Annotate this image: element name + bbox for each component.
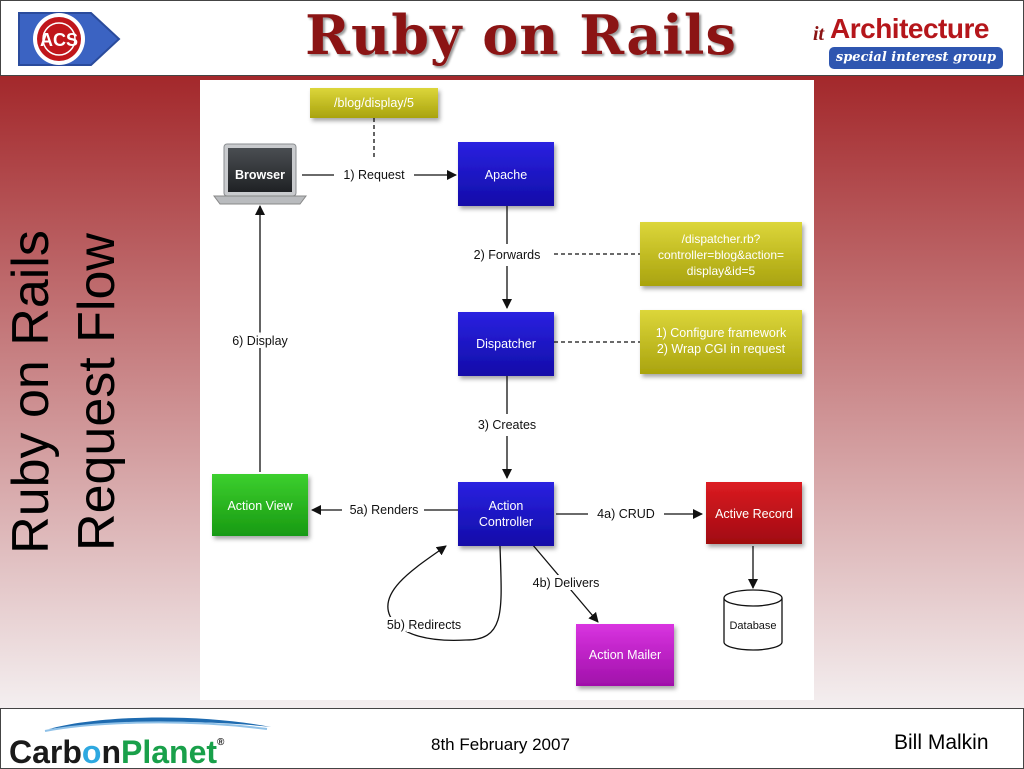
configure-note-line-1: 1) Configure framework xyxy=(656,326,787,340)
side-title: Ruby on Rails Request Flow xyxy=(0,82,130,702)
registered-mark: ® xyxy=(217,737,225,748)
apache-label: Apache xyxy=(485,168,527,182)
request-flow-diagram: 1) Request 2) Forwards 3) Creates 4a) CR… xyxy=(200,80,814,700)
carbon-text-a: Carb xyxy=(9,734,82,769)
acs-logo: ACS xyxy=(18,12,121,66)
configure-note xyxy=(640,310,802,374)
diagram-edges xyxy=(255,118,758,642)
action-mailer-node xyxy=(576,624,674,686)
action-mailer-label: Action Mailer xyxy=(589,648,661,662)
action-controller-node xyxy=(458,482,554,546)
it-prefix: it xyxy=(813,23,825,45)
side-title-line-2: Request Flow xyxy=(68,233,126,551)
action-controller-label-line-2: Controller xyxy=(479,515,533,529)
slide-header: ACS Ruby on Rails it Architecture specia… xyxy=(0,0,1024,76)
slide-footer: CarbonPlanet® 8th February 2007 Bill Mal… xyxy=(0,708,1024,769)
presentation-date: 8th February 2007 xyxy=(431,735,570,754)
planet-text: Planet xyxy=(121,734,217,769)
action-controller-label-line-1: Action xyxy=(489,499,524,513)
architecture-text: Architecture xyxy=(830,13,989,44)
url-note-text: /blog/display/5 xyxy=(334,96,414,110)
edge-redirects xyxy=(387,545,502,642)
edge-delivers xyxy=(531,543,599,623)
edge-label-renders: 5a) Renders xyxy=(350,503,419,517)
active-record-node xyxy=(706,482,802,544)
edge-label-redirects: 5b) Redirects xyxy=(387,618,461,632)
active-record-label: Active Record xyxy=(715,507,793,521)
it-architecture-logo: it Architecture special interest group xyxy=(813,9,1013,71)
dispatcher-url-note-line-2: controller=blog&action= xyxy=(658,248,784,262)
edge-label-display: 6) Display xyxy=(232,334,288,348)
dispatcher-url-note-line-3: display&id=5 xyxy=(687,264,756,278)
carbon-text-n: n xyxy=(101,734,121,769)
side-title-line-1: Ruby on Rails xyxy=(2,230,60,554)
dispatcher-url-note-line-1: /dispatcher.rb? xyxy=(682,232,761,246)
browser-label: Browser xyxy=(235,168,285,182)
edge-label-request: 1) Request xyxy=(343,168,405,182)
action-view-node xyxy=(212,474,308,536)
dispatcher-label: Dispatcher xyxy=(476,337,536,351)
apache-node xyxy=(458,142,554,206)
edge-label-forwards: 2) Forwards xyxy=(474,248,541,262)
database-icon xyxy=(723,589,783,651)
carbon-text-o: o xyxy=(82,734,102,769)
dispatcher-node xyxy=(458,312,554,376)
author-name: Bill Malkin xyxy=(894,731,989,754)
dispatcher-url-note xyxy=(640,222,802,286)
edge-label-delivers: 4b) Delivers xyxy=(533,576,600,590)
svg-text:CarbonPlanet®: CarbonPlanet® xyxy=(9,734,225,769)
configure-note-line-2: 2) Wrap CGI in request xyxy=(657,342,786,356)
database-label: Database xyxy=(729,620,776,632)
diagram-svg: 1) Request 2) Forwards 3) Creates 4a) CR… xyxy=(212,88,802,686)
action-view-label: Action View xyxy=(227,499,293,513)
url-note xyxy=(310,88,438,118)
laptop-icon xyxy=(213,143,307,205)
carbon-planet-logo: CarbonPlanet® xyxy=(9,717,271,769)
edge-label-crud: 4a) CRUD xyxy=(597,507,655,521)
sig-banner: special interest group xyxy=(829,47,1003,69)
edge-label-creates: 3) Creates xyxy=(478,418,536,432)
slide-title: Ruby on Rails xyxy=(305,3,737,67)
acs-logo-text: ACS xyxy=(40,30,78,50)
